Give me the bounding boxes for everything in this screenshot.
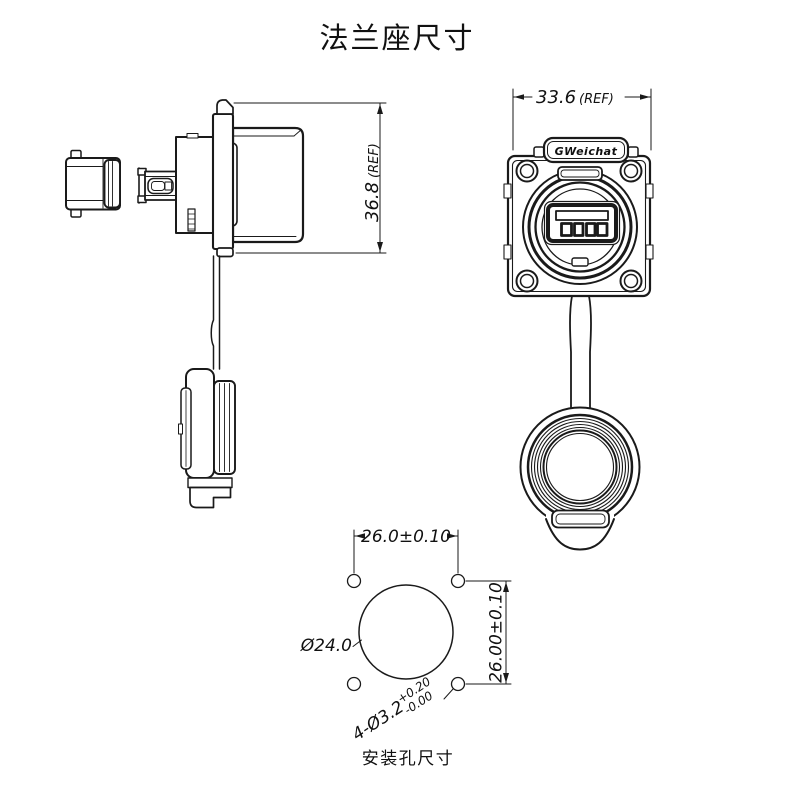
dim-width-ref: (REF) xyxy=(579,92,614,107)
mount-hole xyxy=(346,676,362,692)
front-housing xyxy=(175,133,214,234)
usb-contact xyxy=(560,222,573,237)
plug-slot-latch xyxy=(164,181,172,191)
cap-bottom-bulge xyxy=(545,518,615,551)
edge-notch xyxy=(645,244,654,260)
arrowhead-down xyxy=(503,673,509,683)
hanging-cap-side xyxy=(178,368,236,509)
edge-notch xyxy=(645,183,654,199)
usb-contact xyxy=(585,222,597,237)
mount-hole xyxy=(346,573,362,589)
arrowhead-left xyxy=(355,533,365,539)
key-tab-inner-line xyxy=(560,169,600,178)
housing-pin xyxy=(187,208,196,232)
panel-cutout-circle xyxy=(358,584,454,680)
capside-notch xyxy=(178,423,183,435)
side-view: 36.8 (REF) xyxy=(65,99,387,509)
logo-tab-shoulder xyxy=(627,146,639,158)
capside-step-block xyxy=(189,486,232,509)
strap-left-line xyxy=(210,255,215,370)
dim-pitch-h-value: 26.0±0.10 xyxy=(361,527,451,547)
arrowhead-up xyxy=(503,582,509,592)
usb-contact xyxy=(573,222,585,237)
lanyard-front xyxy=(569,295,592,410)
mount-hole xyxy=(450,676,466,692)
logo-tab: GWeichat xyxy=(533,136,639,164)
center-hole-dia-text: Ø24.0 xyxy=(300,636,352,656)
strap-right-line xyxy=(588,295,592,410)
arrowhead-down xyxy=(377,242,383,252)
usb-a-port xyxy=(543,200,621,246)
arrowhead-right xyxy=(640,94,650,100)
cap-ring xyxy=(536,423,624,511)
mount-hole xyxy=(450,573,466,589)
leader-line xyxy=(443,688,454,700)
housing-notch xyxy=(186,133,199,139)
leader-line xyxy=(352,639,362,647)
edge-notch xyxy=(503,244,512,260)
cap-ring-inner xyxy=(545,432,615,502)
page-title: 法兰座尺寸 xyxy=(319,21,474,55)
arrowhead-right xyxy=(447,533,457,539)
dim-height-ref: (REF) xyxy=(367,143,382,178)
corner-screw-holes xyxy=(515,159,643,293)
dim-pitch-horizontal: 26.0±0.10 xyxy=(353,527,459,574)
label-center-hole: Ø24.0 xyxy=(300,636,362,656)
lanyard-side xyxy=(210,255,221,370)
ring-mid xyxy=(534,181,626,273)
flange-plate-side xyxy=(211,99,235,258)
corner-hole-spec-text: 4-Ø3.2 xyxy=(349,697,408,745)
dim-width-value: 33.6 xyxy=(536,87,576,108)
dim-width-33-6: 33.6 (REF) xyxy=(512,87,652,151)
mounting-hole-diagram: 26.0±0.10 26.00±0.10 Ø24.0 4-Ø3.2 +0.20 … xyxy=(300,527,512,769)
capside-step-band xyxy=(187,477,233,489)
cap-ring xyxy=(539,426,621,508)
usb-plug-profile xyxy=(137,167,178,204)
cap-pull-tab-inner-line xyxy=(555,513,606,525)
edge-notch xyxy=(503,183,512,199)
body-chamfer-diag xyxy=(293,129,302,137)
usb-tongue xyxy=(555,210,609,221)
screw-hole-inner xyxy=(519,163,535,179)
plug-slot-inner xyxy=(151,181,165,191)
flange-plate-outline xyxy=(211,112,235,251)
cap-outer-boundary xyxy=(519,406,641,528)
rear-body xyxy=(225,126,305,244)
screw-hole-inner xyxy=(623,163,639,179)
arrowhead-up xyxy=(377,104,383,114)
label-corner-holes: 4-Ø3.2 +0.20 -0.00 xyxy=(349,674,454,745)
dim-pitch-v-value: 26.00±0.10 xyxy=(487,582,507,683)
strap-left-line xyxy=(569,295,573,410)
cap-ring xyxy=(542,429,618,505)
flange-bottom-tab xyxy=(216,247,234,258)
socket-ring xyxy=(522,166,638,285)
logo-tab-inner-line xyxy=(547,141,625,159)
front-view: 33.6 (REF) GWeichat xyxy=(503,87,654,551)
dim-height-36-8: 36.8 (REF) xyxy=(233,102,387,254)
dim-height-value: 36.8 xyxy=(362,182,383,222)
screw-hole-inner xyxy=(623,273,639,289)
dim-pitch-vertical: 26.00±0.10 xyxy=(465,580,512,685)
brand-logo-text: GWeichat xyxy=(555,145,618,158)
screw-hole-inner xyxy=(519,273,535,289)
mounting-caption: 安装孔尺寸 xyxy=(362,749,455,769)
logo-tab-shoulder xyxy=(533,146,545,158)
rear-body-outline xyxy=(231,126,305,244)
flange-top-tab xyxy=(216,99,234,115)
hanging-cap-front xyxy=(519,406,641,551)
side-cap-detached xyxy=(65,149,121,218)
bottom-key-notch xyxy=(571,257,589,267)
arrowhead-left xyxy=(514,94,524,100)
usb-contact xyxy=(596,222,609,237)
